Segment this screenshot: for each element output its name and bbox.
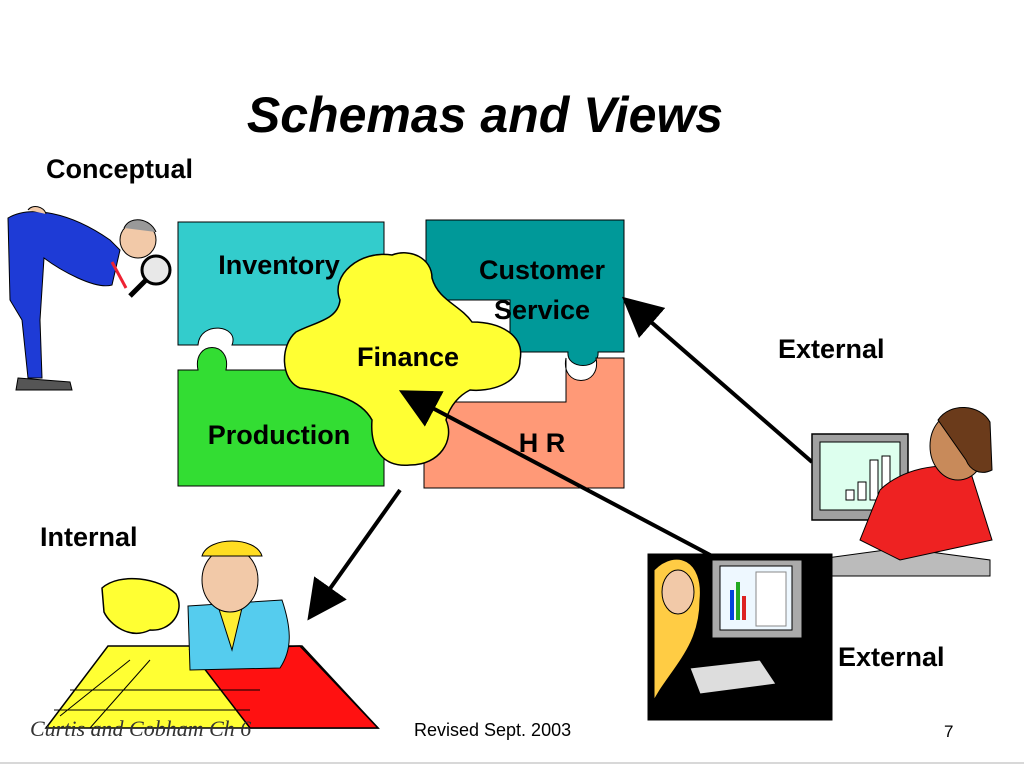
puzzle-label-customer-service: Customer Service <box>456 250 628 330</box>
slide-title: Schemas and Views <box>246 87 724 143</box>
puzzle-label-production: Production <box>207 420 351 450</box>
arrow-external-bottom-to-finance <box>398 390 713 558</box>
footer-revision: Revised Sept. 2003 <box>414 720 572 740</box>
computer-woman-illustration <box>647 553 833 721</box>
computer-man-illustration <box>811 407 993 577</box>
puzzle-label-finance: Finance <box>356 342 460 372</box>
internal-label: Internal <box>40 522 138 552</box>
puzzle-label-customer-service-line1: Customer <box>478 255 606 285</box>
external-label-bottom: External <box>838 642 945 672</box>
magnifier-man-illustration <box>7 206 172 391</box>
page-number: 7 <box>944 722 954 741</box>
conceptual-label: Conceptual <box>46 154 194 184</box>
puzzle-piece-hr <box>423 357 625 489</box>
puzzle-label-inventory: Inventory <box>218 250 340 280</box>
external-label-top: External <box>778 334 885 364</box>
bottom-divider <box>0 762 1024 764</box>
footer-author: Curtis and Cobham Ch 6 <box>30 716 252 741</box>
arrow-conceptual-to-internal <box>307 488 402 621</box>
arrow-external-top-to-customer-service <box>621 296 814 464</box>
puzzle-man-illustration <box>44 540 380 729</box>
puzzle-label-customer-service-line2: Service <box>493 295 591 325</box>
puzzle-label-hr: H R <box>518 428 566 458</box>
puzzle-piece-finance <box>283 252 522 466</box>
